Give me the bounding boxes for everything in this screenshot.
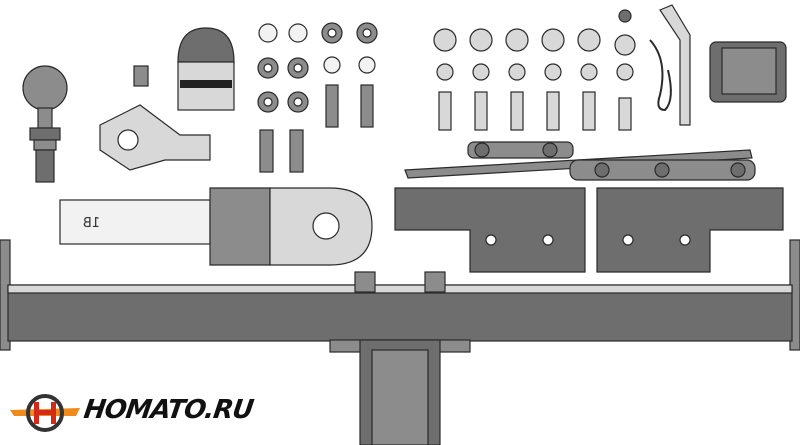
- ball-cap: [177, 27, 235, 111]
- hitch-pin: [659, 4, 691, 126]
- logo-emblem: [10, 394, 80, 432]
- r-clip: [649, 39, 672, 112]
- ball-mount: 1B: [59, 187, 373, 266]
- tow-ball: [22, 65, 68, 183]
- cross-beam: [0, 239, 800, 445]
- mounting-strips: [404, 141, 756, 181]
- socket-bracket: [99, 104, 211, 171]
- side-brackets: [394, 187, 784, 273]
- receiver-cover: [709, 41, 787, 103]
- bolt: [133, 65, 149, 87]
- hardware: [257, 9, 636, 173]
- logo-text: HOMATO.RU: [81, 395, 255, 425]
- bar-label: 1B: [83, 216, 100, 231]
